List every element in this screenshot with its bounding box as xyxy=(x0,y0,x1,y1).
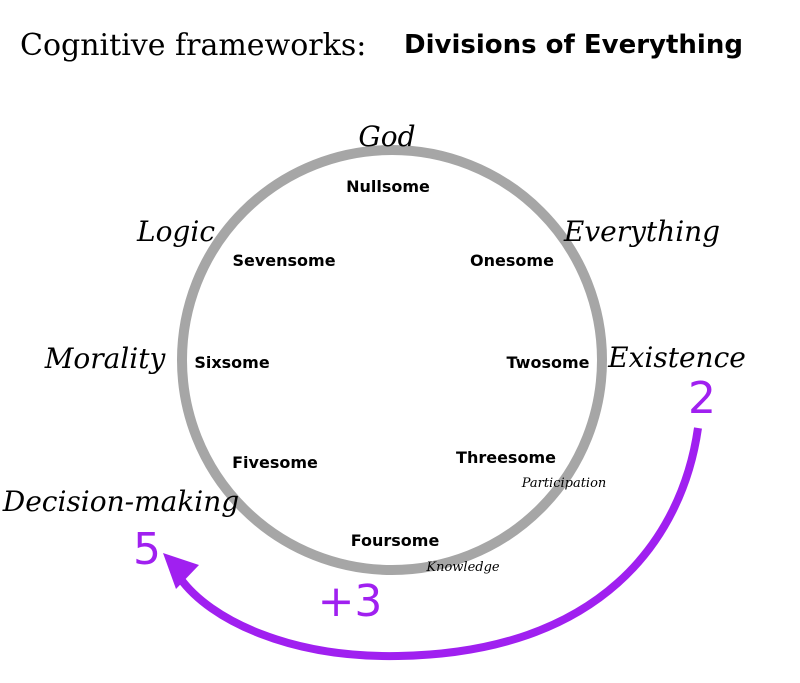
inner-label-threesome: Threesome xyxy=(456,448,556,467)
outer-label-logic: Logic xyxy=(136,215,215,248)
step-label: +3 xyxy=(318,576,383,627)
outer-label-existence: Existence xyxy=(607,341,746,374)
ring-circle xyxy=(177,145,607,575)
title-prefix: Cognitive frameworks: xyxy=(20,28,366,63)
inner-label-sevensome: Sevensome xyxy=(232,251,335,270)
title-main: Divisions of Everything xyxy=(404,30,743,60)
inner-label-fivesome: Fivesome xyxy=(232,453,318,472)
inner-label-onesome: Onesome xyxy=(470,251,554,270)
outer-label-god: God xyxy=(358,120,415,153)
transition-arrow xyxy=(163,427,702,661)
inner-label-nullsome: Nullsome xyxy=(346,177,430,196)
outer-label-morality: Morality xyxy=(44,342,167,375)
arrow-head-icon xyxy=(163,553,199,589)
to-value: 5 xyxy=(133,524,161,575)
outer-label-everything: Everything xyxy=(563,215,720,248)
sub-label-participation: Participation xyxy=(521,476,607,491)
inner-label-twosome: Twosome xyxy=(507,353,590,372)
from-value: 2 xyxy=(688,373,716,424)
inner-label-sixsome: Sixsome xyxy=(194,353,270,372)
curved-arrow-icon xyxy=(176,427,702,661)
inner-label-foursome: Foursome xyxy=(351,531,440,550)
sub-label-knowledge: Knowledge xyxy=(425,560,500,575)
outer-label-decision-making: Decision-making xyxy=(2,485,239,518)
